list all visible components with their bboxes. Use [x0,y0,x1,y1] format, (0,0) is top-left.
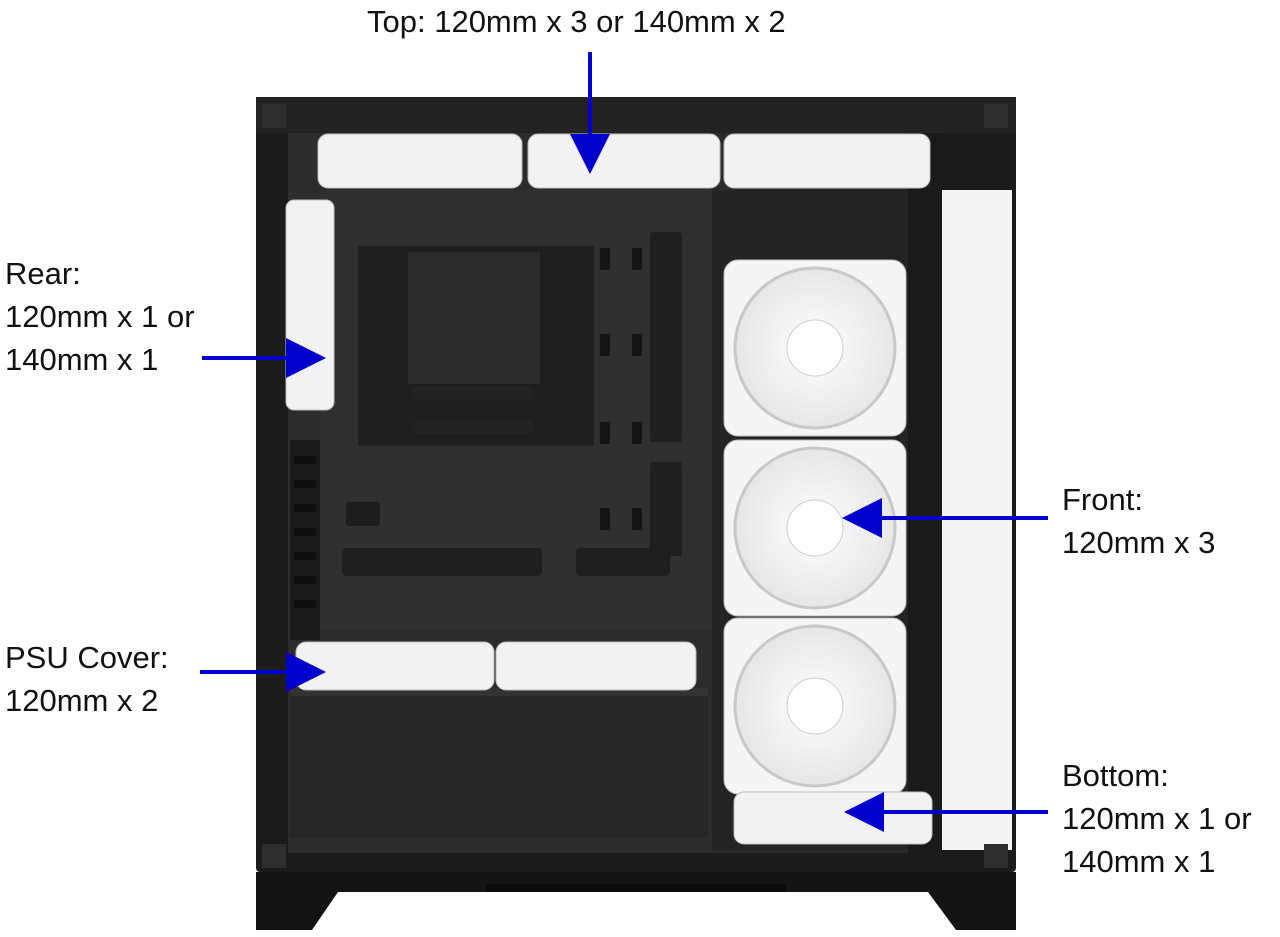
bottom-fan-label-line1: Bottom: [1062,758,1169,793]
rear-fan-label: Rear: 120mm x 1 or 140mm x 1 [5,252,195,381]
case-fan-icon [723,617,907,795]
bottom-fan-label: Bottom: 120mm x 1 or 140mm x 1 [1062,754,1252,883]
case-fan-icon [285,199,335,411]
case-fan-icon [317,133,523,189]
front-fan-group [723,259,907,795]
bottom-fan-label-line2: 120mm x 1 or [1062,801,1252,836]
rear-fan-label-line1: Rear: [5,256,81,291]
top-fan-label-line1: Top: 120mm x 3 or 140mm x 2 [367,4,786,39]
psu-cover-fan-label-line2: 120mm x 2 [5,683,159,718]
callout-arrows [200,52,1048,832]
bottom-fan-group [733,791,933,845]
rear-fan-group [285,199,335,411]
case-fan-icon [723,439,907,617]
psu-cover-fan-label-line1: PSU Cover: [5,640,169,675]
case-fan-icon [733,791,933,845]
rear-fan-label-line3: 140mm x 1 [5,342,159,377]
bottom-fan-label-line3: 140mm x 1 [1062,844,1216,879]
front-fan-label-line1: Front: [1062,482,1143,517]
case-fan-icon [295,641,495,691]
top-fan-label: Top: 120mm x 3 or 140mm x 2 [367,0,786,43]
case-fan-icon [527,133,721,189]
front-fan-label-line2: 120mm x 3 [1062,525,1216,560]
case-fan-icon [495,641,697,691]
case-fan-icon [723,133,931,189]
top-fan-group [317,133,931,189]
psu-cover-fan-label: PSU Cover: 120mm x 2 [5,636,169,722]
case-fan-icon [723,259,907,437]
psu-cover-fan-group [295,641,697,691]
rear-fan-label-line2: 120mm x 1 or [5,299,195,334]
front-fan-label: Front: 120mm x 3 [1062,478,1215,564]
